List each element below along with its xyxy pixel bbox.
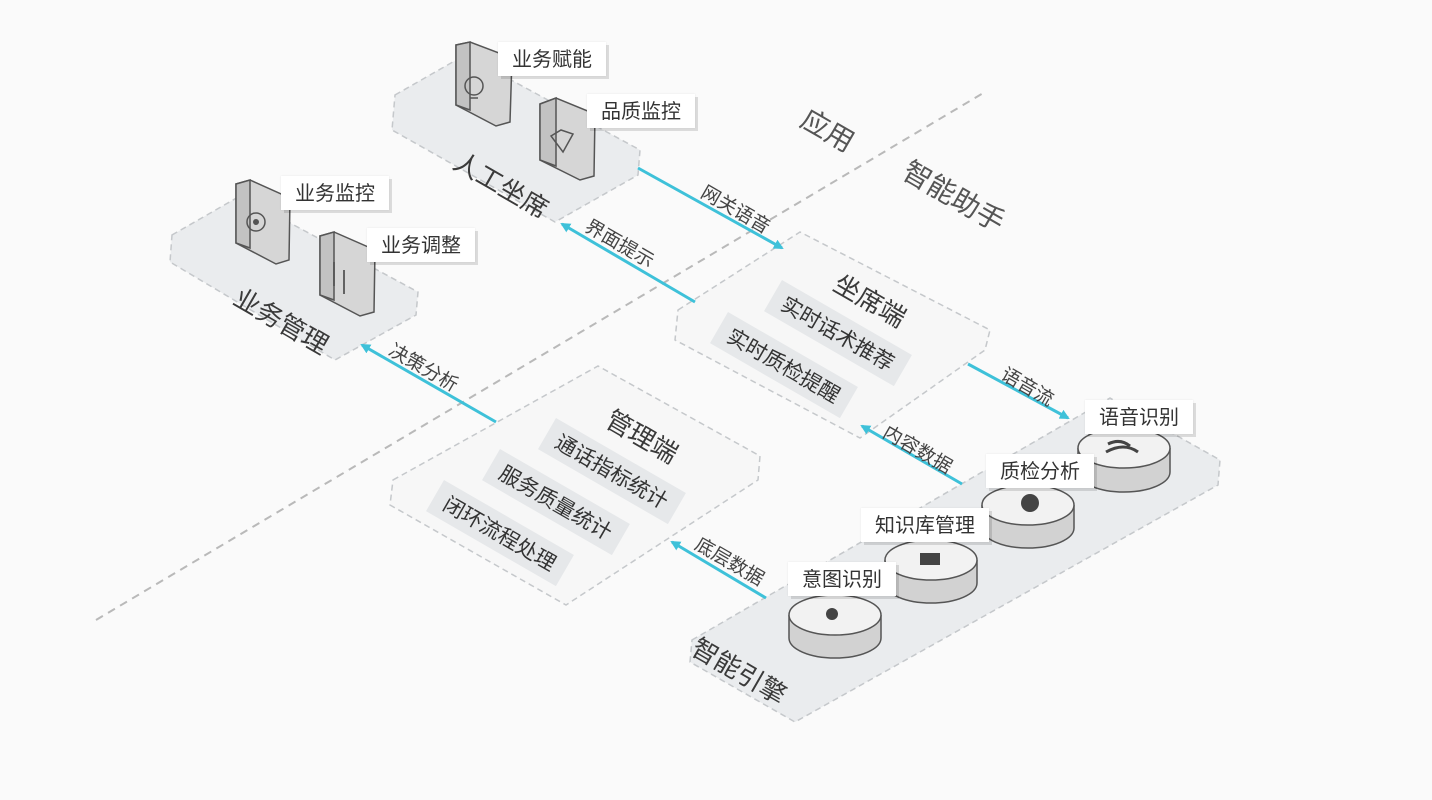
switch-arrows-icon <box>319 231 376 317</box>
arrow-voice-stream <box>967 362 1070 420</box>
arrow-gateway-voice <box>637 166 784 250</box>
diamond-icon <box>539 96 596 181</box>
mgmt-side-panel <box>389 365 761 606</box>
business-mgmt-panel <box>169 195 419 361</box>
arrow-base-data <box>670 540 767 600</box>
tag-knowledge-base: 知识库管理 <box>861 508 989 542</box>
arrow-decision <box>360 343 497 424</box>
tag-quality-monitor: 品质监控 <box>587 94 695 128</box>
tag-business-enable: 业务赋能 <box>498 42 606 76</box>
zone-divider-line <box>95 91 986 621</box>
webcam-icon <box>235 179 291 265</box>
tag-business-adjust: 业务调整 <box>367 228 475 262</box>
arrow-content-data <box>860 424 963 486</box>
tag-business-monitor: 业务监控 <box>281 176 389 210</box>
tag-speech-recognition: 语音识别 <box>1085 400 1193 434</box>
book-icon <box>884 539 978 604</box>
sun-icon <box>788 594 882 659</box>
tag-intent-recognition: 意图识别 <box>788 562 896 596</box>
tag-quality-analysis: 质检分析 <box>986 454 1094 488</box>
badge-icon <box>981 484 1075 549</box>
arrow-ui-hint <box>560 222 696 304</box>
